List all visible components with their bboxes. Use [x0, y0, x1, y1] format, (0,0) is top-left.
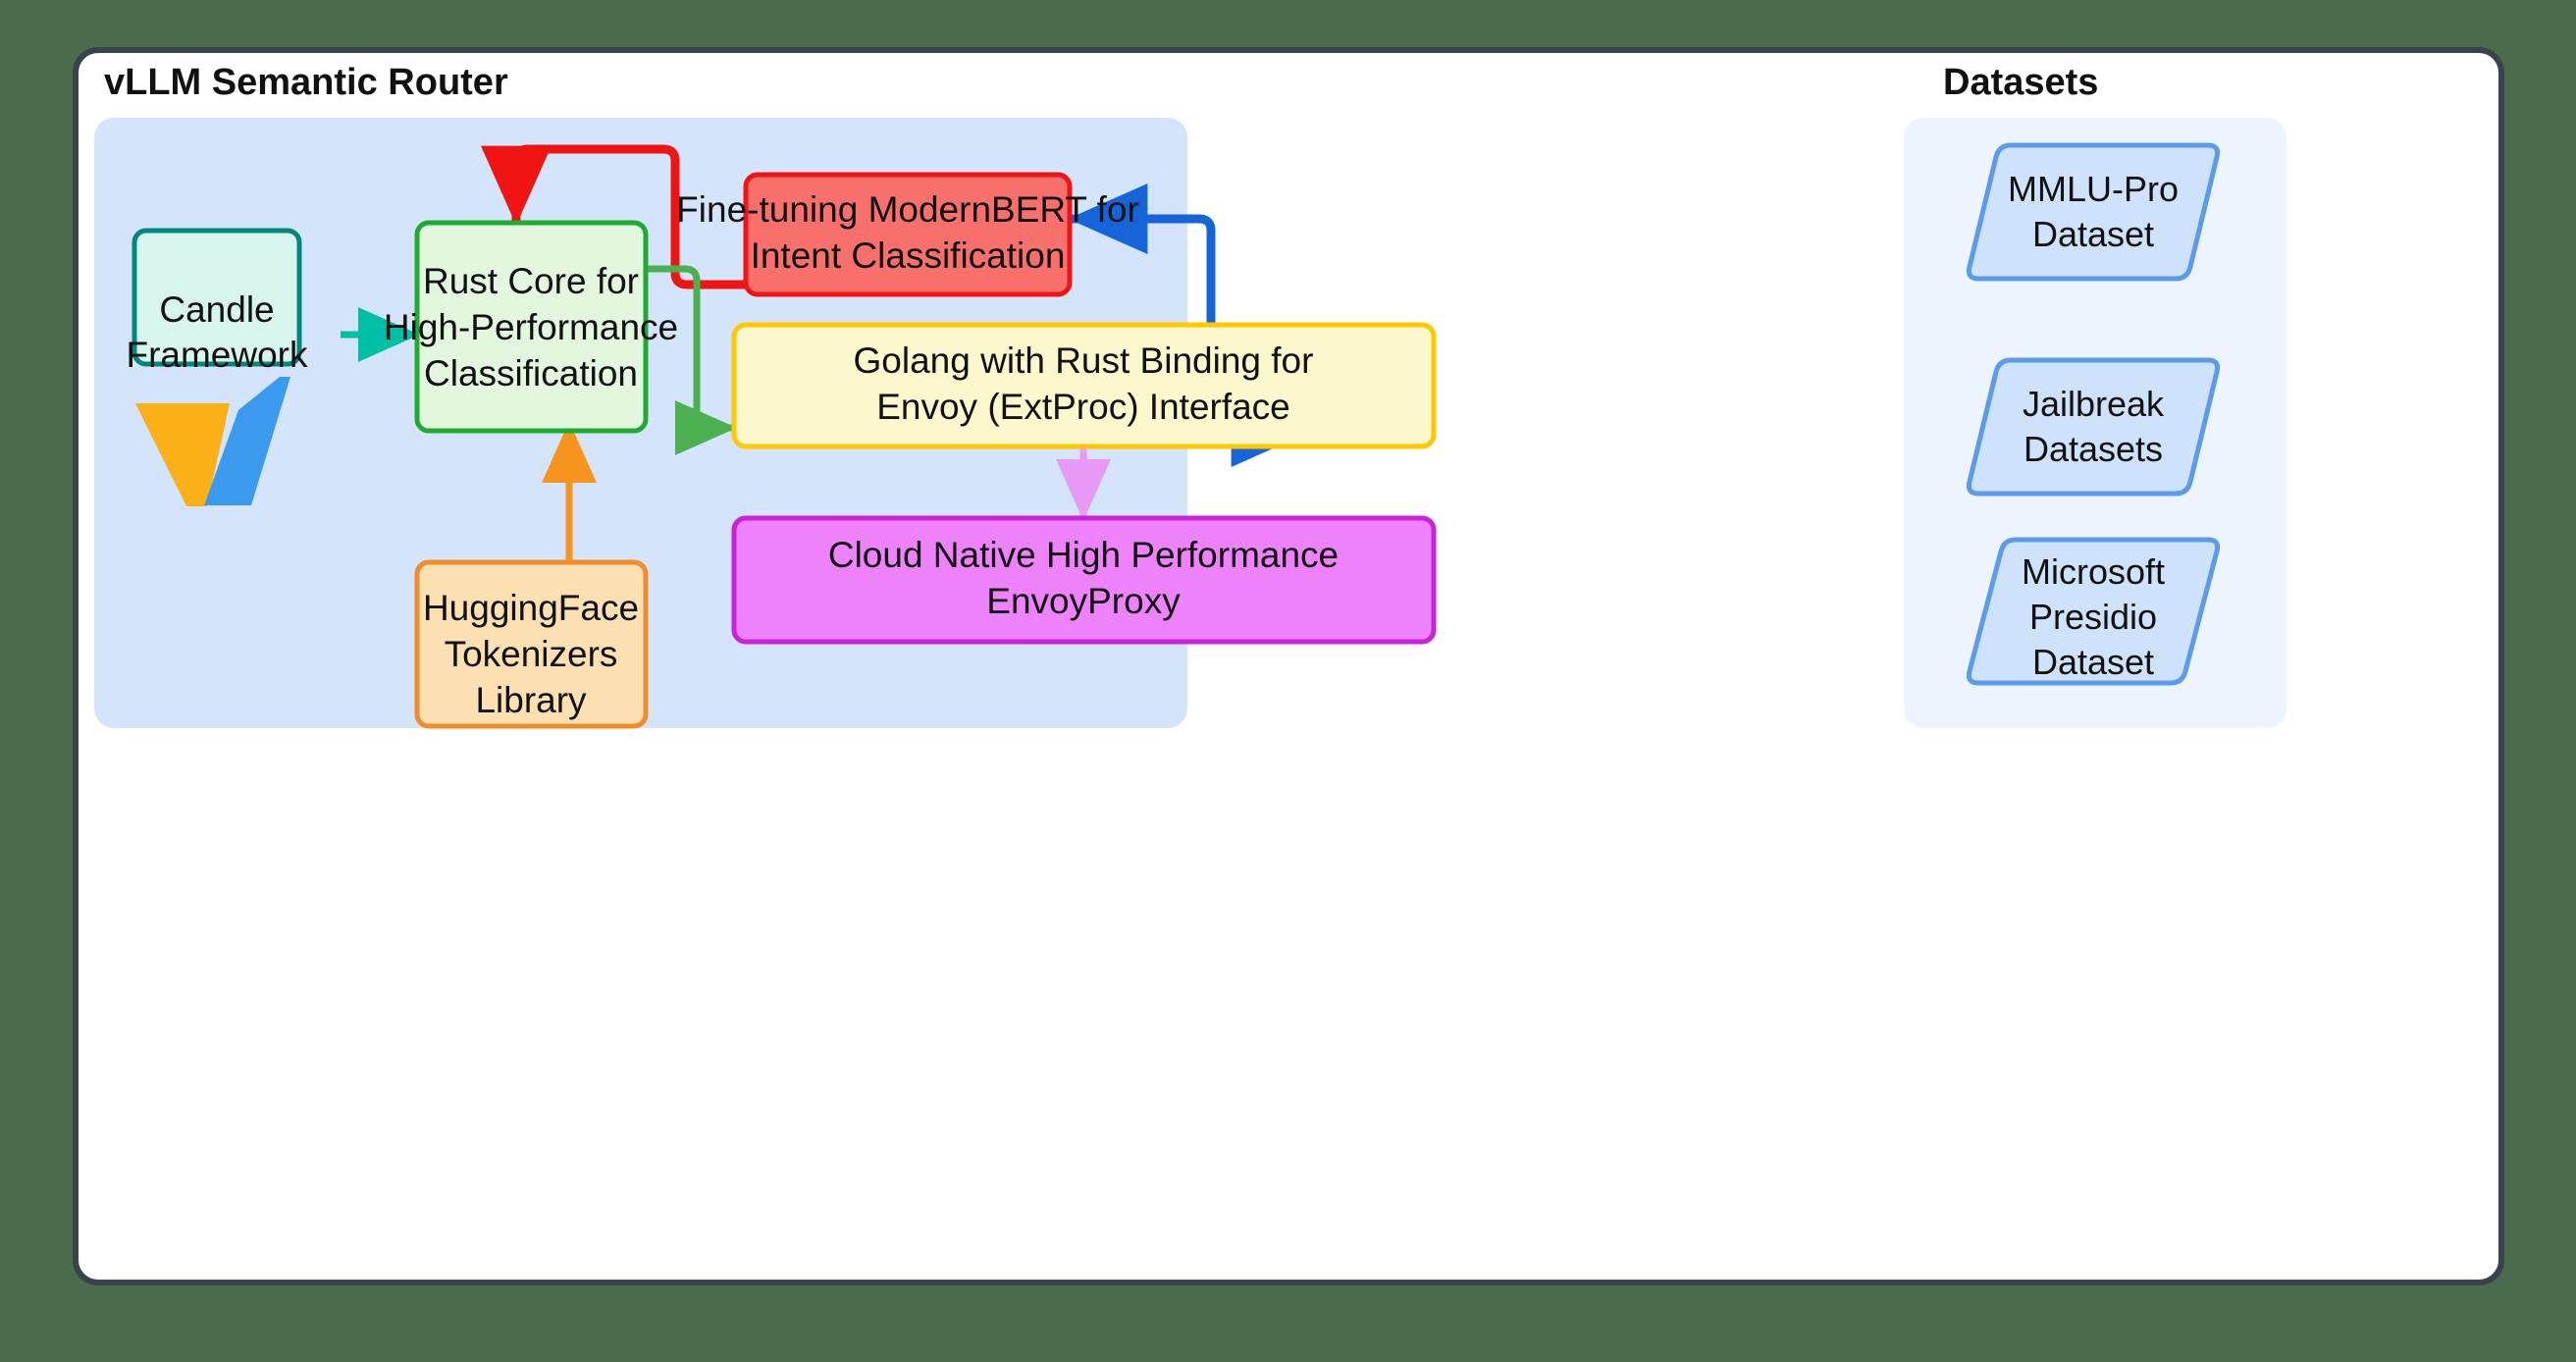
node-modernbert-line-2: Intent Classification: [751, 236, 1066, 276]
node-envoyproxy-line-2: EnvoyProxy: [986, 581, 1181, 621]
node-huggingface-line-1: HuggingFace: [423, 588, 639, 628]
edge-modernbert-to-rust-core: [481, 144, 746, 289]
node-jailbreak-shape: [1966, 357, 2221, 497]
node-mmlu-pro-line-1: MMLU-Pro: [2008, 169, 2179, 209]
node-candle-framework-line-2: Framework: [126, 335, 308, 375]
node-mmlu-pro-line-2: Dataset: [2032, 214, 2154, 254]
node-rust-core-shape: [414, 220, 649, 434]
node-modernbert-shape: [743, 172, 1073, 297]
node-modernbert-line-1-post: for: [1086, 189, 1138, 230]
node-modernbert-finetuning[interactable]: Fine-tuning ModernBERT for Intent Classi…: [676, 172, 1139, 297]
node-rust-core-line-1: Rust Core for: [423, 261, 639, 301]
vllm-logo-wedge-icon: [135, 403, 230, 506]
vllm-logo-blade-icon: [204, 377, 290, 505]
edge-rust-core-to-golang: [646, 265, 737, 455]
architecture-diagram: vLLM Semantic Router Datasets: [94, 62, 2287, 729]
subgraph-title-router: vLLM Semantic Router: [104, 62, 508, 103]
node-golang-shape: [731, 322, 1437, 449]
node-envoyproxy-line-1: Cloud Native High Performance: [828, 535, 1339, 575]
node-jailbreak-datasets[interactable]: Jailbreak Datasets: [1966, 357, 2221, 497]
node-mmlu-pro-shape: [1966, 142, 2221, 282]
node-presidio-line-1: Microsoft: [2022, 551, 2165, 592]
node-jailbreak-line-1: Jailbreak: [2023, 384, 2165, 424]
node-candle-framework[interactable]: Candle Framework: [126, 228, 308, 375]
node-huggingface-tokenizers[interactable]: HuggingFace Tokenizers Library: [414, 559, 649, 729]
node-jailbreak-line-2: Datasets: [2024, 429, 2163, 469]
node-envoyproxy-shape: [731, 515, 1437, 645]
diagram-frame: vLLM Semantic Router Datasets: [73, 47, 2504, 1285]
node-mmlu-pro-dataset[interactable]: MMLU-Pro Dataset: [1966, 142, 2221, 282]
node-huggingface-tokenizers-shape: [414, 559, 649, 729]
node-presidio-line-3: Dataset: [2032, 642, 2154, 682]
node-golang-line-2: Envoy (ExtProc) Interface: [876, 387, 1290, 427]
node-microsoft-presidio-dataset[interactable]: Microsoft Presidio Dataset: [1966, 537, 2221, 686]
subgraph-title-datasets: Datasets: [1943, 62, 2098, 103]
node-envoyproxy[interactable]: Cloud Native High Performance EnvoyProxy: [731, 515, 1437, 645]
node-modernbert-line-1-bold: ModernBERT: [868, 189, 1087, 230]
node-presidio-line-2: Presidio: [2029, 597, 2157, 637]
node-huggingface-line-2: Tokenizers: [445, 634, 618, 674]
node-golang-envoy-extproc[interactable]: Golang with Rust Binding for Envoy (ExtP…: [731, 322, 1437, 449]
node-huggingface-line-3: Library: [475, 680, 587, 720]
diagram-frame-inner: vLLM Semantic Router Datasets: [79, 53, 2498, 1280]
vllm-logo-icon: [135, 377, 290, 506]
node-modernbert-line-1: Fine-tuning ModernBERT for: [676, 189, 1139, 230]
node-microsoft-presidio-shape: [1966, 537, 2221, 686]
node-rust-core[interactable]: Rust Core for High-Performance Classific…: [384, 220, 678, 434]
node-candle-framework-line-1: Candle: [159, 289, 274, 330]
node-rust-core-line-2: High-Performance: [384, 307, 678, 347]
node-rust-core-line-3: Classification: [424, 353, 638, 393]
node-golang-line-1: Golang with Rust Binding for: [854, 340, 1314, 381]
node-modernbert-line-1-pre: Fine-tuning: [676, 189, 867, 230]
node-candle-framework-shape: [131, 228, 302, 367]
